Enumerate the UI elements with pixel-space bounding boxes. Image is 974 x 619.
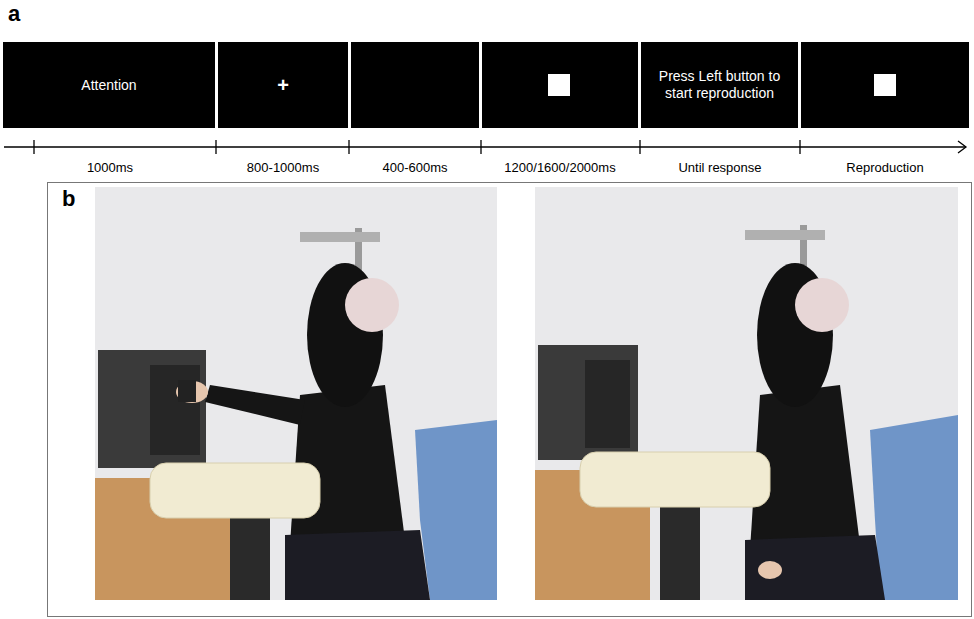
white-square (548, 74, 570, 96)
time-label: 800-1000ms (247, 160, 319, 176)
ticks (34, 140, 800, 154)
legs (745, 535, 885, 600)
monitor-screen (150, 365, 200, 455)
monitor (98, 350, 206, 468)
arm (205, 385, 305, 425)
screen-box: Attention (3, 42, 215, 128)
monitor (538, 345, 638, 460)
screen-text: + (277, 73, 289, 97)
time-label: 400-600ms (382, 160, 447, 176)
chin-rest-bar (745, 230, 825, 240)
panel-frame (48, 183, 972, 617)
time-axis (4, 146, 966, 147)
blank-screen (351, 42, 479, 128)
monitor-screen (585, 360, 630, 448)
chin-rest-bar (300, 232, 380, 242)
hand (758, 561, 782, 579)
axis-arrow (958, 141, 966, 153)
time-label: Reproduction (846, 160, 923, 176)
chair (870, 415, 958, 600)
blurred-face (345, 278, 399, 332)
wall (95, 187, 497, 600)
panel-label: b (62, 187, 75, 211)
hand (176, 381, 208, 403)
time-label: Until response (678, 160, 761, 176)
screen-text: Press Left button to start reproduction (649, 68, 790, 102)
wall (535, 187, 958, 600)
chair (415, 420, 497, 600)
button-box (178, 380, 196, 402)
fixation-screen: + (218, 42, 348, 128)
tick (639, 140, 640, 154)
photo-right (535, 187, 958, 600)
tick (33, 140, 34, 154)
pillow (150, 463, 320, 518)
blurred-face (795, 278, 849, 332)
stimulus-screen (482, 42, 638, 128)
tick (215, 140, 216, 154)
time-label: 1200/1600/2000ms (504, 160, 615, 176)
pillow (580, 452, 770, 507)
legs (285, 530, 430, 600)
screen-text: Attention (81, 77, 136, 94)
white-square (874, 74, 896, 96)
time-label: 1000ms (87, 160, 133, 176)
photo-left (95, 187, 497, 600)
reproduction-screen (801, 42, 969, 128)
tick (799, 140, 800, 154)
panel-label: a (8, 2, 20, 26)
tick (480, 140, 481, 154)
instruction-screen: Press Left button to start reproduction (641, 42, 798, 128)
tick (348, 140, 349, 154)
stand (660, 505, 700, 600)
